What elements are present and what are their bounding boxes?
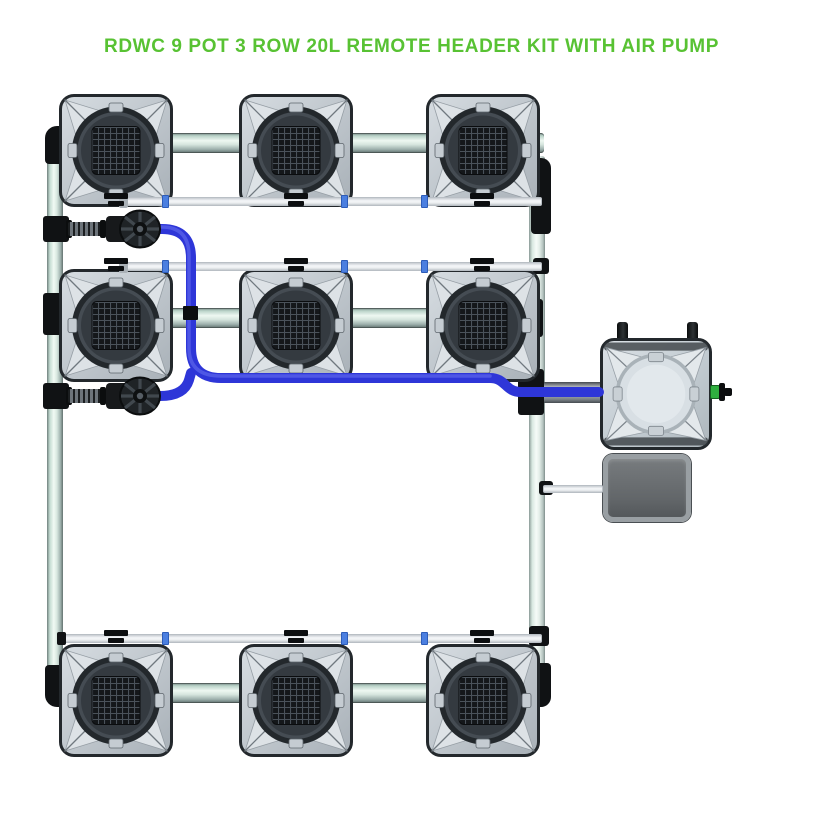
pot-air-clip-tab — [288, 638, 304, 643]
pot-air-clip — [104, 630, 128, 636]
air-tube-fitting — [341, 632, 348, 645]
grow-pot-3 — [426, 94, 540, 207]
valve-1-flange-right — [100, 220, 106, 238]
air-tube-fitting — [421, 632, 428, 645]
air-tube-fitting — [162, 195, 169, 208]
air-tube-fitting — [421, 195, 428, 208]
pot-air-clip-tab — [474, 266, 490, 271]
tank-outlet-flange — [719, 383, 725, 401]
grow-pot-5 — [239, 269, 353, 382]
pot-air-clip — [284, 258, 308, 264]
air-tube-fitting — [341, 260, 348, 273]
grow-pot-4 — [59, 269, 173, 382]
valve-2-flange-right — [100, 387, 106, 405]
pot-air-clip — [470, 630, 494, 636]
valve-tee-2 — [43, 383, 69, 409]
valve-1-barb — [68, 222, 104, 236]
grow-pot-7 — [59, 644, 173, 757]
air-pump-line — [543, 485, 603, 493]
diagram-title: RDWC 9 POT 3 ROW 20L REMOTE HEADER KIT W… — [104, 36, 719, 57]
air-pump — [603, 454, 691, 522]
air-tube-fitting — [162, 260, 169, 273]
grow-pot-2 — [239, 94, 353, 207]
valve-2-handle — [118, 375, 162, 417]
pot-air-clip-tab — [108, 638, 124, 643]
tank-post-left — [617, 322, 628, 341]
valve-1-handle — [118, 208, 162, 250]
pot-air-clip — [104, 258, 128, 264]
header-supply-pipe — [542, 382, 602, 403]
pot-air-clip-tab — [474, 638, 490, 643]
header-tank — [600, 338, 712, 450]
pot-air-clip — [470, 258, 494, 264]
pot-air-clip — [284, 193, 308, 199]
pot-air-clip-tab — [474, 201, 490, 206]
grow-pot-1 — [59, 94, 173, 207]
header-tank-lid — [604, 342, 708, 446]
grow-pot-9 — [426, 644, 540, 757]
tube-pipe-clip — [183, 306, 198, 320]
right-return-pipe — [529, 156, 545, 702]
valve-tee-1 — [43, 216, 69, 242]
air-tube-fitting — [421, 260, 428, 273]
pot-air-clip-tab — [288, 201, 304, 206]
pot-air-clip — [470, 193, 494, 199]
air-tube-fitting — [162, 632, 169, 645]
tank-outlet-stub — [724, 388, 732, 396]
pot-air-clip-tab — [108, 266, 124, 271]
air-line-cap-3 — [57, 632, 66, 645]
grow-pot-8 — [239, 644, 353, 757]
pot-air-clip — [284, 630, 308, 636]
air-tube-fitting — [341, 195, 348, 208]
valve-2-barb — [68, 389, 104, 403]
tank-post-right — [687, 322, 698, 341]
pot-air-clip-tab — [108, 201, 124, 206]
grow-pot-6 — [426, 269, 540, 382]
pot-air-clip-tab — [288, 266, 304, 271]
pot-air-clip — [104, 193, 128, 199]
